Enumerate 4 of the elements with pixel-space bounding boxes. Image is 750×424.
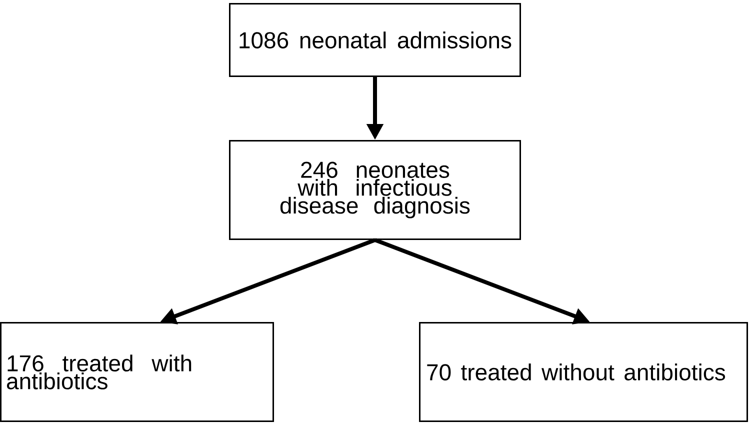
process-box: 246 neonates with infectious disease diagnosis [229,140,521,240]
process-box: 70 treated without antibiotics [419,322,748,422]
process-box: 176 treated with antibiotics [0,322,274,422]
process-box: 1086 neonatal admissions [229,3,521,77]
